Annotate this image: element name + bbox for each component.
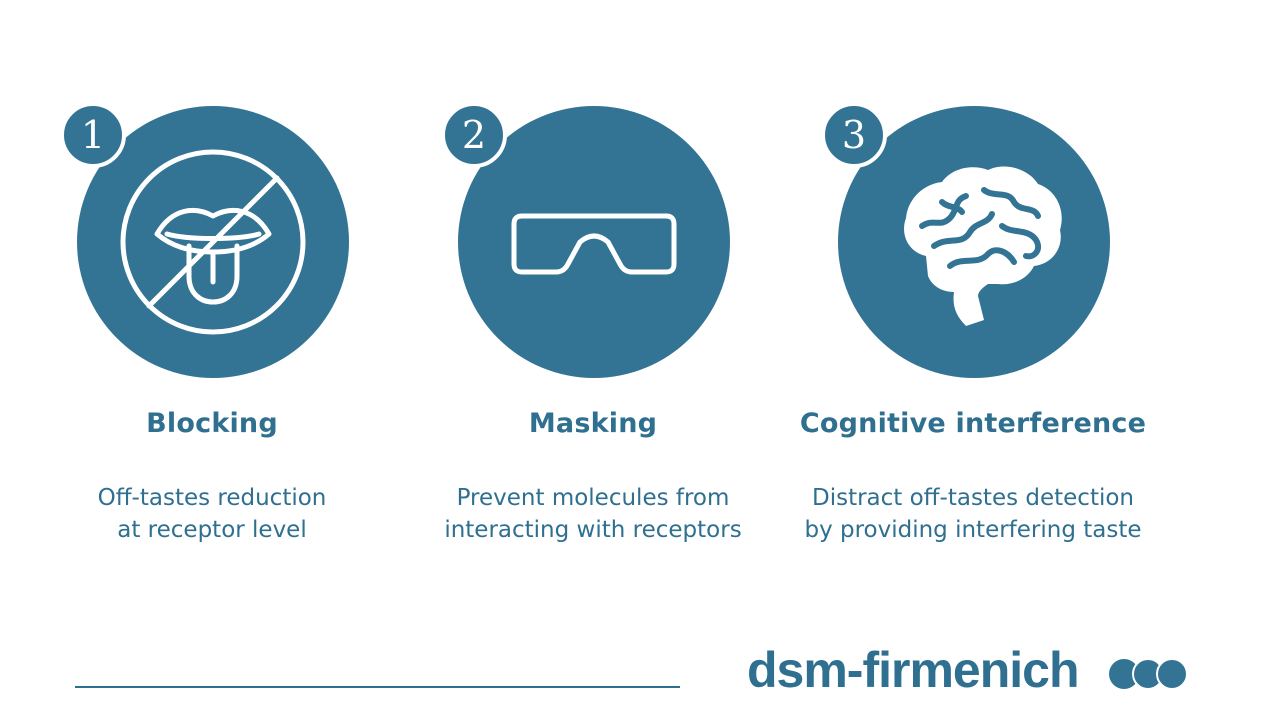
- goggles-icon: [511, 213, 677, 275]
- step-2-desc-line-1: Prevent molecules from: [456, 485, 730, 511]
- step-1-desc-line-2: at receptor level: [117, 517, 307, 543]
- step-2-description: Prevent molecules from interacting with …: [403, 482, 783, 546]
- step-3-badge: 3: [821, 102, 887, 168]
- step-2-badge: 2: [441, 102, 507, 168]
- step-3-desc-line-2: by providing interfering taste: [804, 517, 1142, 543]
- step-2-desc-line-2: interacting with receptors: [444, 517, 742, 543]
- three-dots-logo: [1109, 658, 1188, 690]
- step-1-title: Blocking: [146, 408, 278, 439]
- step-2-circle: [458, 106, 730, 378]
- step-1-badge: 1: [60, 102, 126, 168]
- step-1-description: Off-tastes reduction at receptor level: [22, 482, 402, 546]
- footer-divider: [75, 686, 680, 688]
- step-2-title: Masking: [528, 408, 658, 439]
- step-cognitive-interference: 3 Cognitive interference Distract off-ta…: [783, 0, 1163, 560]
- step-3-description: Distract off-tastes detection by providi…: [783, 482, 1163, 546]
- no-tongue-icon: [120, 149, 306, 335]
- step-1-circle: [77, 106, 349, 378]
- step-3-title: Cognitive interference: [799, 408, 1147, 439]
- step-blocking: 1 Blocking Off-tastes reduction at recep…: [22, 0, 402, 560]
- step-1-desc-line-1: Off-tastes reduction: [97, 485, 327, 511]
- brain-icon: [904, 166, 1062, 326]
- step-3-desc-line-1: Distract off-tastes detection: [811, 485, 1135, 511]
- brand-logo-text: dsm-firmenich: [747, 642, 1080, 698]
- step-3-circle: [838, 106, 1110, 378]
- step-masking: 2 Masking Prevent molecules from interac…: [403, 0, 783, 560]
